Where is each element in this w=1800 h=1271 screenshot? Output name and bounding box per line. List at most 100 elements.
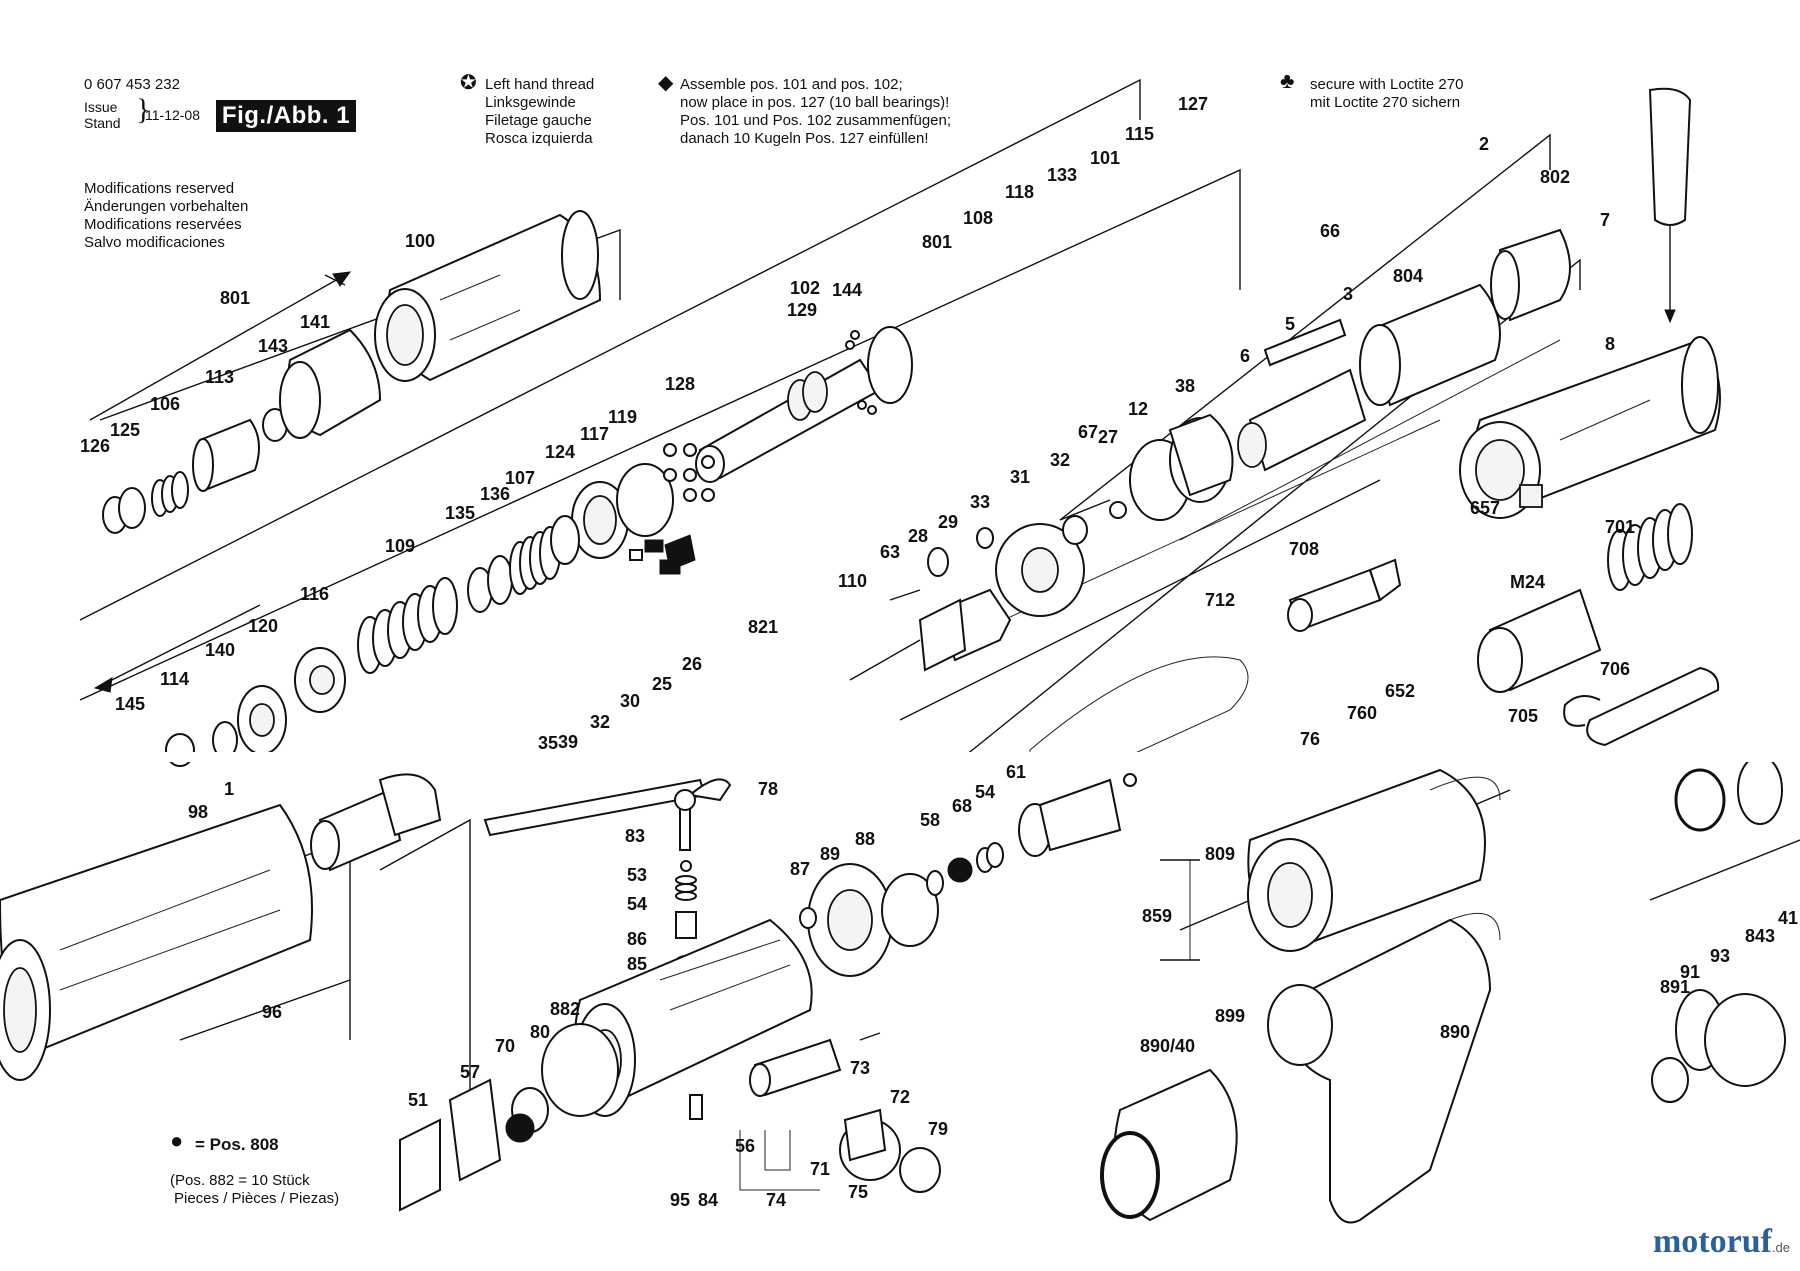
- housing-sleeve-100: [374, 210, 602, 382]
- upper-30: 127: [1178, 94, 1208, 114]
- lower-11: 88: [855, 829, 875, 849]
- upper-16: 107: [505, 468, 535, 488]
- watermark-logo: motoruf.de: [1653, 1223, 1790, 1261]
- upper-51: 3: [1343, 284, 1353, 304]
- stand-label: Stand: [84, 115, 121, 131]
- upper-25: 108: [963, 208, 993, 228]
- upper-3: 113: [205, 367, 234, 387]
- upper-13: 109: [385, 536, 415, 556]
- upper-34: 28: [908, 526, 928, 546]
- lower-16: 882: [550, 999, 580, 1019]
- pieces-line-2: Pieces / Pièces / Piezas): [174, 1190, 340, 1207]
- seal-rings-right: [1651, 755, 1786, 1103]
- modifications-de: Änderungen vorbehalten: [84, 198, 249, 215]
- upper-10: 140: [205, 640, 235, 660]
- lower-18: 70: [495, 1036, 515, 1056]
- planetary-gears: [849, 499, 1127, 681]
- upper-17: 124: [545, 442, 575, 462]
- left-thread-en: Left hand thread: [485, 76, 595, 93]
- upper-23: 144: [832, 280, 862, 300]
- lower-1: 1: [224, 779, 234, 799]
- assemble-line-1: Assemble pos. 101 and pos. 102;: [680, 76, 903, 93]
- issue-brace: }: [136, 93, 151, 126]
- lower-31: 859: [1142, 906, 1172, 926]
- motor-housing-1: [541, 918, 813, 1120]
- left-thread-fr: Filetage gauche: [485, 112, 592, 129]
- assemble-line-2: now place in pos. 127 (10 ball bearings)…: [680, 94, 950, 111]
- spindle-assembly-102: [695, 326, 913, 483]
- assemble-line-4: danach 10 Kugeln Pos. 127 einfüllen!: [680, 130, 929, 147]
- upper-40: 67: [1078, 422, 1098, 442]
- upper-55: 802: [1540, 167, 1570, 187]
- lower-7: 86: [627, 929, 647, 949]
- assemble-diamond-icon: ◆: [658, 72, 674, 94]
- upper-12: 116: [300, 584, 329, 604]
- lower-9: 87: [790, 859, 810, 879]
- assemble-line-3: Pos. 101 und Pos. 102 zusammenfügen;: [680, 112, 952, 129]
- modifications-es: Salvo modificaciones: [84, 234, 225, 251]
- lower-39: 41: [1778, 908, 1798, 928]
- issue-date: 11-12-08: [145, 107, 201, 123]
- lower-34: 890/40: [1140, 1036, 1195, 1056]
- watermark-name: motoruf: [1652, 1223, 1772, 1260]
- upper-66: 760: [1347, 703, 1377, 723]
- upper-29: 115: [1125, 124, 1154, 144]
- lower-17: 80: [530, 1022, 550, 1042]
- lower-19: 57: [460, 1062, 480, 1082]
- upper-32: 821: [748, 617, 778, 637]
- loctite-en: secure with Loctite 270: [1310, 76, 1464, 93]
- upper-42: 25: [652, 674, 672, 694]
- upper-0: 126: [80, 436, 110, 456]
- lower-29: 74: [766, 1190, 786, 1210]
- upper-27: 133: [1047, 165, 1077, 185]
- upper-49: 6: [1240, 346, 1250, 366]
- spring-sleeve-assembly: [102, 328, 382, 534]
- lower-33: 890: [1440, 1022, 1470, 1042]
- lower-27: 71: [810, 1159, 830, 1179]
- lower-guide-lines: [179, 789, 1800, 1191]
- rotor-cylinder-assembly: [1129, 228, 1571, 521]
- lower-3: 78: [758, 779, 778, 799]
- page-seam: [0, 752, 1800, 762]
- muffler-sleeve-859: [1247, 768, 1501, 952]
- lower-32: 899: [1215, 1006, 1245, 1026]
- upper-2: 106: [150, 394, 180, 414]
- nipple-652: [1287, 558, 1402, 632]
- upper-21: 129: [787, 300, 817, 320]
- upper-9: 114: [160, 669, 189, 689]
- upper-45: 39: [558, 732, 578, 752]
- upper-62: 705: [1508, 706, 1538, 726]
- clutch-parts-116-120: [165, 647, 346, 767]
- upper-60: M24: [1510, 572, 1545, 592]
- upper-20: 128: [665, 374, 695, 394]
- upper-1: 125: [110, 420, 140, 440]
- left-thread-de: Linksgewinde: [485, 94, 576, 111]
- pieces-line-1: (Pos. 882 = 10 Stück: [170, 1172, 310, 1189]
- valve-58-61: [926, 773, 1137, 896]
- upper-35: 29: [938, 512, 958, 532]
- fitting-bushes: [629, 534, 696, 575]
- upper-39: 27: [1098, 427, 1118, 447]
- upper-58: 657: [1470, 498, 1500, 518]
- spring-stack-109: [357, 515, 580, 674]
- lower-21: 95: [670, 1190, 690, 1210]
- issue-label: Issue: [84, 99, 118, 115]
- upper-63: 708: [1289, 539, 1319, 559]
- lower-15: 61: [1006, 762, 1026, 782]
- lower-28: 75: [848, 1182, 868, 1202]
- upper-44: 32: [590, 712, 610, 732]
- upper-19: 119: [608, 407, 637, 427]
- lower-26: 79: [928, 1119, 948, 1139]
- upper-46: 35: [538, 733, 558, 753]
- upper-47: 12: [1128, 399, 1148, 419]
- loctite-de: mit Loctite 270 sichern: [1310, 94, 1461, 111]
- coupling-705-706: [1477, 503, 1693, 693]
- lower-13: 68: [952, 796, 972, 816]
- modifications-en: Modifications reserved: [84, 180, 235, 197]
- upper-5: 141: [300, 312, 330, 332]
- upper-50: 5: [1285, 314, 1295, 334]
- lower-23: 56: [735, 1136, 755, 1156]
- fig-label: Fig./Abb. 1: [216, 100, 356, 132]
- lower-8: 85: [627, 954, 647, 974]
